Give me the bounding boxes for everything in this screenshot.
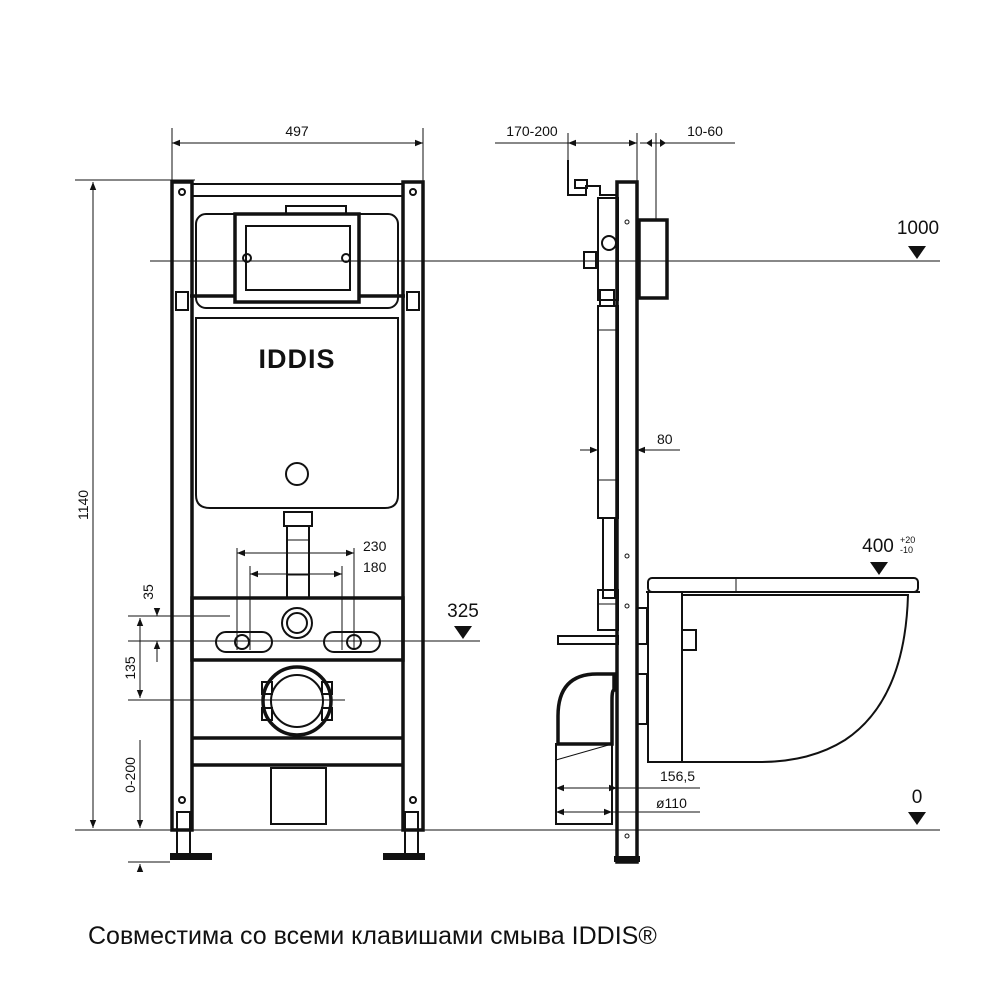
level-325-label: 325 [447,601,479,622]
dim-156-label: 156,5 [660,768,695,784]
depth-range-label: 170-200 [506,123,558,139]
dim-80-label: 80 [657,431,673,447]
leg-adjust-label: 0-200 [122,757,138,793]
level-400-label: 400 [862,536,894,557]
level-400-tolerance-plus: +20 [900,535,915,545]
level-1000-label: 1000 [897,218,939,239]
pipe-diameter-label: ø110 [656,795,687,811]
offset-range-label: 10-60 [687,123,723,139]
side-view: 170-200 10-60 80 [495,123,920,864]
height-dimension-label: 1140 [75,490,91,520]
dim-135-label: 135 [122,656,138,680]
compatibility-caption: Совместима со всеми клавишами смыва IDDI… [88,922,657,950]
dim-35-label: 35 [140,584,156,600]
level-markers: 1000 400 +20 -10 325 0 [447,218,939,825]
outlet-spacing-outer-label: 230 [363,538,387,554]
width-dimension-label: 497 [285,123,309,139]
front-view: 497 1140 35 135 0-200 [75,123,940,872]
level-0-label: 0 [912,787,923,808]
outlet-spacing-inner-label: 180 [363,559,387,575]
brand-logo: IDDIS [258,344,335,374]
level-400-tolerance-minus: -10 [900,545,913,555]
